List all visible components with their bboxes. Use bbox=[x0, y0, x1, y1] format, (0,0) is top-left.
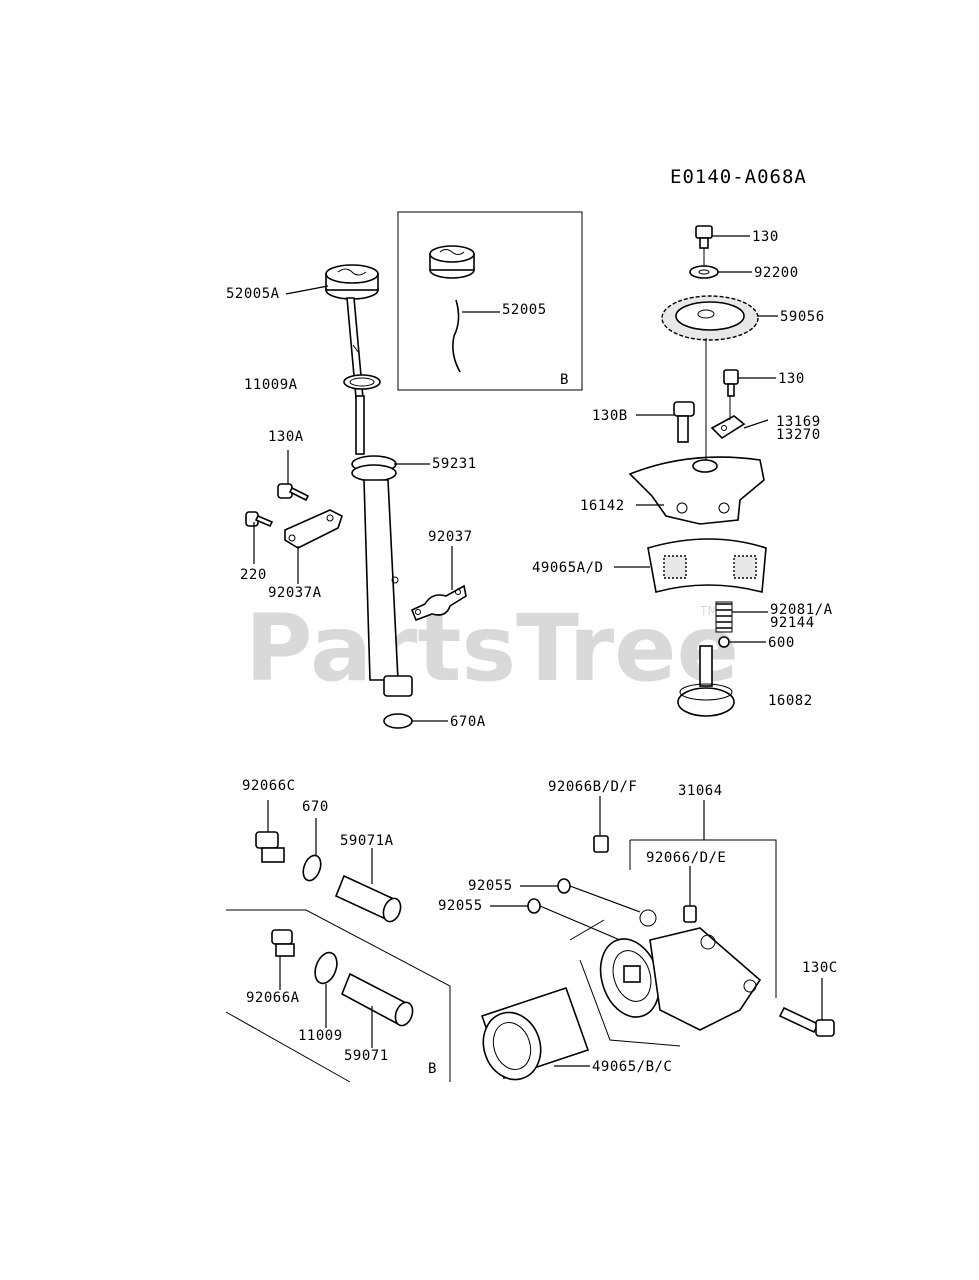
o-ring-670[interactable] bbox=[300, 853, 324, 883]
plug-92066DE[interactable] bbox=[683, 905, 697, 923]
washer-92200[interactable] bbox=[689, 265, 719, 279]
plug-92066A[interactable] bbox=[271, 929, 295, 957]
pipe-59071A[interactable] bbox=[334, 874, 404, 924]
spring-92081A[interactable] bbox=[715, 601, 733, 633]
label-92055-a: 92055 bbox=[468, 878, 513, 894]
label-11009: 11009 bbox=[298, 1028, 343, 1044]
pipe-59071[interactable] bbox=[340, 972, 416, 1028]
pump-rotor-16082[interactable] bbox=[677, 645, 735, 717]
label-52005A: 52005A bbox=[226, 286, 280, 302]
label-220: 220 bbox=[240, 567, 267, 583]
label-130B: 130B bbox=[592, 408, 628, 424]
label-59071A: 59071A bbox=[340, 833, 394, 849]
label-92066A: 92066A bbox=[246, 990, 300, 1006]
label-16142: 16142 bbox=[580, 498, 625, 514]
plate-13169[interactable] bbox=[710, 415, 746, 440]
label-92200: 92200 bbox=[754, 265, 799, 281]
label-49065BC: 49065/B/C bbox=[592, 1059, 672, 1075]
label-92055-b: 92055 bbox=[438, 898, 483, 914]
label-92081A: 92081/A bbox=[770, 602, 833, 618]
label-52005: 52005 bbox=[502, 302, 547, 318]
label-49065AD: 49065A/D bbox=[532, 560, 603, 576]
plug-92066BDF[interactable] bbox=[593, 835, 609, 853]
dipstick-tube-59231[interactable] bbox=[351, 395, 413, 697]
filter-adapter-31064[interactable] bbox=[591, 909, 762, 1031]
bolt-130A[interactable] bbox=[277, 483, 310, 502]
label-31064: 31064 bbox=[678, 783, 723, 799]
inset-box-b-top bbox=[397, 211, 583, 391]
oil-filter-49065BC[interactable] bbox=[475, 986, 590, 1087]
label-92066DE: 92066/D/E bbox=[646, 850, 726, 866]
o-ring-92055-b[interactable] bbox=[527, 898, 541, 914]
label-13169: 13169 bbox=[776, 414, 821, 430]
diagram-code: E0140-A068A bbox=[670, 166, 807, 188]
inset-box-b-bottom bbox=[226, 909, 451, 1082]
label-59231: 59231 bbox=[432, 456, 477, 472]
bolt-130-mid[interactable] bbox=[723, 369, 739, 397]
watermark-tm: TM bbox=[699, 604, 718, 618]
label-inset-b-bottom: B bbox=[428, 1061, 437, 1077]
gear-59056[interactable] bbox=[661, 295, 759, 341]
bracket-92037A[interactable] bbox=[284, 509, 343, 549]
label-92066C: 92066C bbox=[242, 778, 296, 794]
dipstick-cap-52005[interactable] bbox=[429, 245, 475, 373]
o-ring-11009A[interactable] bbox=[343, 374, 381, 390]
label-92066BDF: 92066B/D/F bbox=[548, 779, 637, 795]
watermark: PartsTree bbox=[245, 595, 739, 702]
label-130C: 130C bbox=[802, 960, 838, 976]
housing-16142[interactable] bbox=[628, 456, 765, 525]
label-130-mid: 130 bbox=[778, 371, 805, 387]
label-130A: 130A bbox=[268, 429, 304, 445]
label-92037: 92037 bbox=[428, 529, 473, 545]
label-13270: 13270 bbox=[776, 427, 821, 443]
ball-600[interactable] bbox=[718, 636, 730, 648]
washer-11009[interactable] bbox=[311, 950, 341, 987]
bolt-220[interactable] bbox=[245, 511, 274, 528]
label-600: 600 bbox=[768, 635, 795, 651]
bolt-130C[interactable] bbox=[778, 1006, 835, 1037]
label-59056: 59056 bbox=[780, 309, 825, 325]
label-16082: 16082 bbox=[768, 693, 813, 709]
bolt-130B[interactable] bbox=[673, 401, 695, 443]
label-670: 670 bbox=[302, 799, 329, 815]
label-11009A: 11009A bbox=[244, 377, 298, 393]
screen-49065AD[interactable] bbox=[647, 538, 767, 594]
plug-92066C[interactable] bbox=[255, 831, 285, 863]
label-59071: 59071 bbox=[344, 1048, 389, 1064]
label-92144: 92144 bbox=[770, 615, 815, 631]
bolt-130-top[interactable] bbox=[695, 225, 713, 249]
label-inset-b-top: B bbox=[560, 372, 569, 388]
o-ring-670A[interactable] bbox=[383, 713, 413, 729]
label-130-top: 130 bbox=[752, 229, 779, 245]
label-92037A: 92037A bbox=[268, 585, 322, 601]
clamp-92037[interactable] bbox=[410, 584, 467, 622]
o-ring-92055-a[interactable] bbox=[557, 878, 571, 894]
label-670A: 670A bbox=[450, 714, 486, 730]
dipstick-cap-52005A[interactable] bbox=[325, 264, 379, 300]
